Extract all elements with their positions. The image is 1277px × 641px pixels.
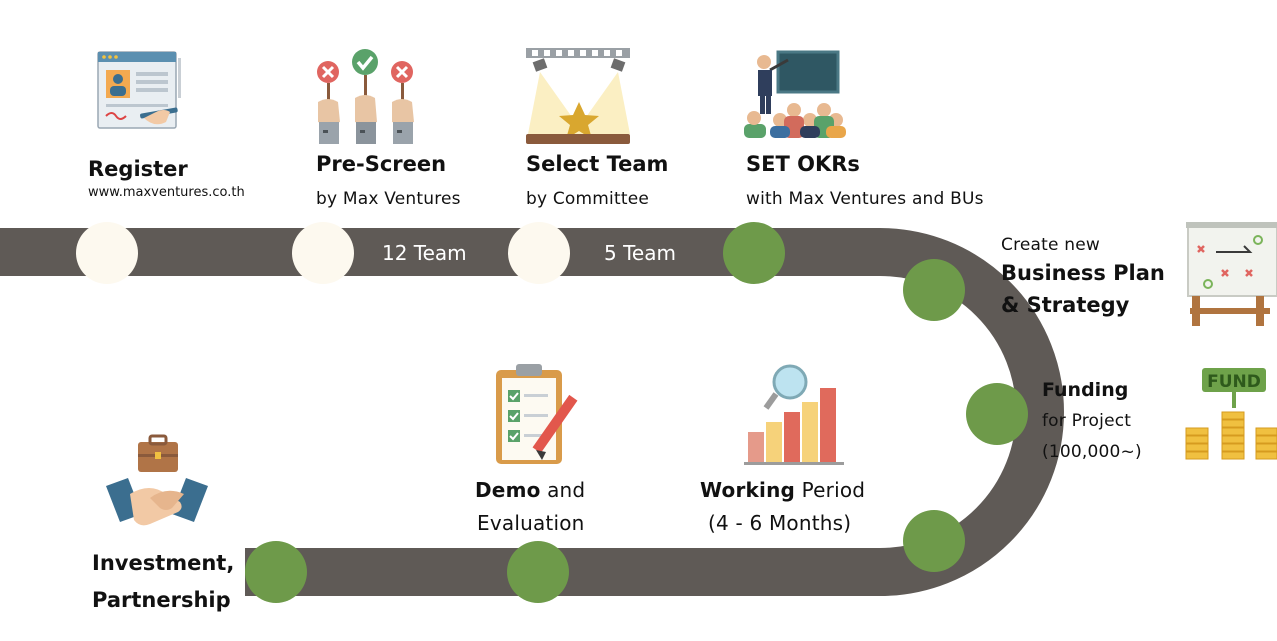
- step-working-period-line2: (4 - 6 Months): [708, 511, 852, 535]
- step-demo-bold: Demo: [475, 478, 541, 502]
- node-working-period: [903, 510, 965, 572]
- step-demo-rest: and: [540, 478, 586, 502]
- strategy-board-icon: [1186, 222, 1277, 326]
- node-demo: [507, 541, 569, 603]
- step-prescreen-subtitle: by Max Ventures: [316, 189, 461, 209]
- node-funding: [966, 383, 1028, 445]
- step-funding-title: Funding: [1042, 379, 1129, 401]
- step-investment-line2: Partnership: [92, 588, 231, 612]
- fund-sign-label: FUND: [1207, 372, 1261, 392]
- step-funding-line3: (100,000~): [1042, 442, 1142, 462]
- step-business-plan-line1: Create new: [1001, 235, 1101, 255]
- step-working-period-line1: Working Period: [700, 478, 865, 502]
- handshake-briefcase-icon: [106, 434, 208, 526]
- step-business-plan-line3: & Strategy: [1001, 293, 1130, 317]
- team-count-5: 5 Team: [604, 241, 676, 265]
- step-business-plan-line2: Business Plan: [1001, 261, 1165, 285]
- step-working-bold: Working: [700, 478, 796, 502]
- step-investment-line1: Investment,: [92, 551, 235, 575]
- step-demo-line1: Demo and: [475, 478, 585, 502]
- node-business-plan: [903, 259, 965, 321]
- node-register: [76, 222, 138, 284]
- step-demo-line2: Evaluation: [477, 511, 585, 535]
- step-set-okrs-subtitle: with Max Ventures and BUs: [746, 189, 984, 209]
- step-funding-line2: for Project: [1042, 411, 1132, 431]
- checklist-clipboard-icon: [496, 364, 578, 464]
- step-register-subtitle: www.maxventures.co.th: [88, 185, 245, 200]
- node-select-team: [508, 222, 570, 284]
- step-prescreen-title: Pre-Screen: [316, 152, 447, 176]
- step-register-title: Register: [88, 157, 188, 181]
- step-working-rest: Period: [795, 478, 866, 502]
- step-select-team-title: Select Team: [526, 152, 669, 176]
- node-investment: [245, 541, 307, 603]
- registration-form-icon: [97, 51, 181, 129]
- fund-coins-icon: FUND: [1185, 368, 1277, 460]
- step-set-okrs-title: SET OKRs: [746, 152, 860, 176]
- team-count-12: 12 Team: [382, 241, 467, 265]
- growth-chart-icon: [744, 364, 844, 465]
- presentation-meeting-icon: [744, 50, 846, 138]
- node-set-okrs: [723, 222, 785, 284]
- spotlight-star-icon: [526, 48, 630, 144]
- voting-hands-icon: [317, 49, 414, 144]
- node-prescreen: [292, 222, 354, 284]
- step-select-team-subtitle: by Committee: [526, 189, 650, 209]
